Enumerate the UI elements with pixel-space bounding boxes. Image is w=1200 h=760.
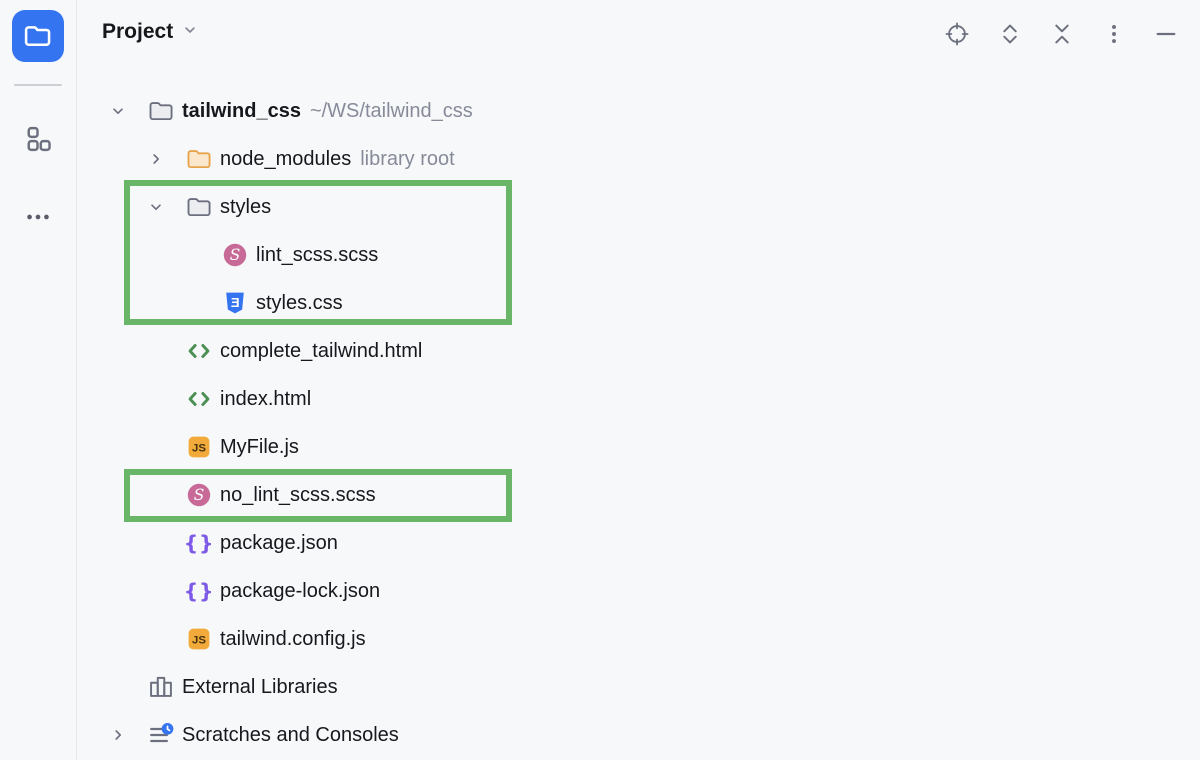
sass-icon: S: [222, 242, 248, 268]
tree-row-myfile-js[interactable]: JS MyFile.js: [76, 423, 1200, 471]
tree-row-external-libraries[interactable]: External Libraries: [76, 663, 1200, 711]
project-tool-button[interactable]: [12, 10, 64, 62]
project-tree: tailwind_css ~/WS/tailwind_css node_module…: [76, 87, 1200, 759]
folder-icon: [148, 98, 174, 124]
chevron-down-icon[interactable]: [146, 197, 166, 217]
structure-tool-button[interactable]: [25, 126, 51, 152]
svg-text:JS: JS: [192, 442, 206, 454]
chevron-placeholder: [182, 293, 202, 313]
kebab-menu-icon: [1101, 21, 1127, 52]
svg-text:JS: JS: [192, 634, 206, 646]
project-folder-icon: [23, 21, 53, 51]
file-label: lint_scss.scss: [256, 243, 379, 266]
chevron-placeholder: [182, 245, 202, 265]
scratches-icon: [148, 722, 174, 748]
tree-row-node-modules[interactable]: node_modules library root: [76, 135, 1200, 183]
file-label: index.html: [220, 387, 312, 410]
file-label: package-lock.json: [220, 579, 381, 602]
page-title: Project: [102, 20, 174, 43]
html-icon: [186, 386, 212, 412]
file-label: Scratches and Consoles: [182, 723, 399, 746]
folder-orange-icon: [186, 146, 212, 172]
html-icon: [186, 338, 212, 364]
tool-window-header: Project: [76, 0, 1200, 74]
chevron-placeholder: [146, 341, 166, 361]
secondary-label: ~/WS/tailwind_css: [309, 99, 473, 122]
chevron-right-icon[interactable]: [108, 725, 128, 745]
more-horizontal-icon: [25, 204, 51, 230]
css-icon: Ǝ: [222, 290, 248, 316]
js-icon: JS: [186, 626, 212, 652]
svg-text:S: S: [230, 246, 241, 264]
svg-text:Ǝ: Ǝ: [231, 295, 240, 310]
collapse-all-icon: [1049, 21, 1075, 52]
chevron-placeholder: [146, 533, 166, 553]
locate-file-button[interactable]: [944, 21, 970, 52]
tree-row-tailwind-css[interactable]: tailwind_css ~/WS/tailwind_css: [76, 87, 1200, 135]
tree-row-tailwind-config-js[interactable]: JS tailwind.config.js: [76, 615, 1200, 663]
file-label: styles.css: [256, 291, 343, 314]
file-label: MyFile.js: [220, 435, 299, 458]
tree-row-scratches-and-consoles[interactable]: Scratches and Consoles: [76, 711, 1200, 759]
tool-window-stripe: [0, 0, 77, 760]
file-label: no_lint_scss.scss: [220, 483, 376, 506]
file-label: complete_tailwind.html: [220, 339, 423, 362]
chevron-placeholder: [146, 581, 166, 601]
collapse-all-button[interactable]: [1049, 23, 1075, 49]
svg-text:{}: {}: [186, 531, 212, 555]
file-label: package.json: [220, 531, 338, 554]
tree-row-index-html[interactable]: index.html: [76, 375, 1200, 423]
hide-icon: [1153, 21, 1179, 52]
locate-icon: [944, 21, 970, 52]
svg-text:S: S: [194, 486, 205, 504]
structure-icon: [25, 126, 51, 152]
hide-window-button[interactable]: [1153, 23, 1179, 49]
project-view-dropdown[interactable]: Project: [102, 20, 199, 44]
chevron-placeholder: [146, 629, 166, 649]
sass-icon: S: [186, 482, 212, 508]
libraries-icon: [148, 674, 174, 700]
secondary-label: library root: [360, 147, 455, 170]
more-tool-windows-button[interactable]: [25, 204, 51, 230]
file-label: tailwind_css: [182, 99, 301, 122]
chevron-down-icon[interactable]: [108, 101, 128, 121]
file-label: node_modules: [220, 147, 352, 170]
js-icon: JS: [186, 434, 212, 460]
file-label: tailwind.config.js: [220, 627, 366, 650]
chevron-placeholder: [146, 437, 166, 457]
file-label: styles: [220, 195, 272, 218]
stripe-divider: [14, 84, 62, 86]
expand-all-icon: [997, 21, 1023, 52]
options-menu-button[interactable]: [1101, 23, 1127, 49]
chevron-right-icon[interactable]: [146, 149, 166, 169]
chevron-placeholder: [146, 389, 166, 409]
file-label: External Libraries: [182, 675, 338, 698]
svg-text:{}: {}: [186, 579, 212, 603]
json-icon: {}: [186, 530, 212, 556]
expand-all-button[interactable]: [997, 23, 1023, 49]
tree-row-package-json[interactable]: {} package.json: [76, 519, 1200, 567]
chevron-down-icon: [181, 21, 199, 44]
chevron-placeholder: [146, 485, 166, 505]
folder-icon: [186, 194, 212, 220]
chevron-placeholder: [108, 677, 128, 697]
tree-row-complete-tailwind-html[interactable]: complete_tailwind.html: [76, 327, 1200, 375]
tree-row-styles[interactable]: styles: [76, 183, 1200, 231]
tree-row-package-lock-json[interactable]: {} package-lock.json: [76, 567, 1200, 615]
json-icon: {}: [186, 578, 212, 604]
